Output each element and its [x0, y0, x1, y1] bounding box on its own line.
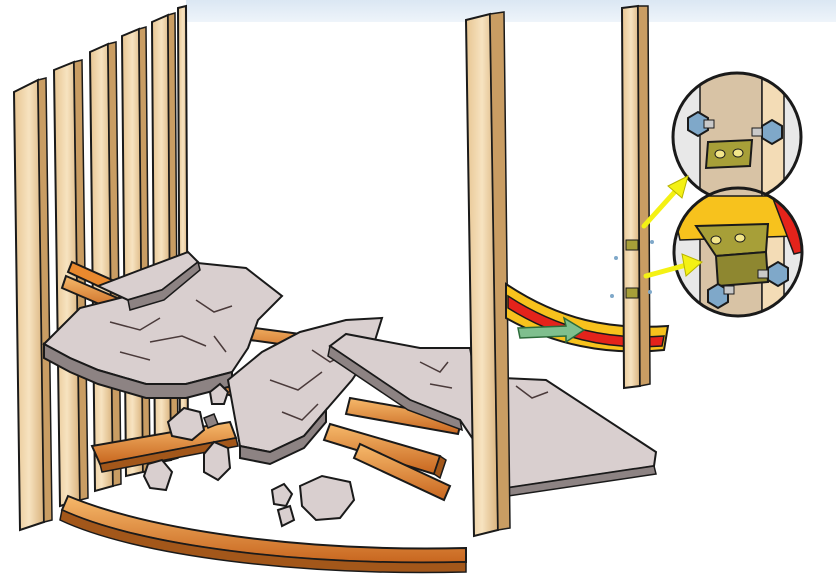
wall-stud-icon [90, 42, 121, 491]
door-frame-stud [466, 12, 510, 536]
wall-stud-icon [14, 78, 52, 530]
pointer-arrow-icon [644, 176, 688, 226]
wall-stud-icon [466, 12, 510, 536]
hex-bolt-icon [648, 290, 652, 294]
bolted-bracket-detail-icon [706, 140, 752, 168]
bent-steel-beam-icon [60, 496, 466, 573]
floor-beam [60, 496, 466, 573]
debris-chunk [278, 506, 294, 526]
wall-stud-icon [122, 27, 150, 476]
hex-bolt-icon [614, 256, 618, 260]
debris-chunk [272, 484, 292, 506]
callout-bottom [670, 186, 810, 326]
hex-bolt-icon [650, 240, 654, 244]
debris-chunk [144, 460, 172, 490]
hex-bolt-icon [610, 294, 614, 298]
bracket-lower [626, 288, 638, 298]
bracket-upper [626, 240, 638, 250]
wall-stud-icon [622, 6, 650, 388]
debris-chunk [300, 476, 354, 520]
